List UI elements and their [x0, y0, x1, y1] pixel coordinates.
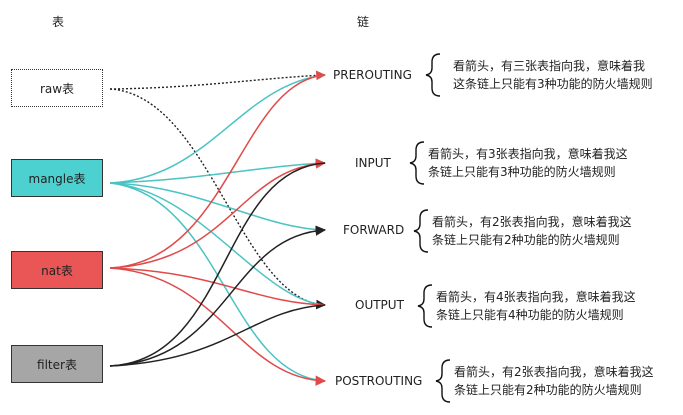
table-mangle-label: mangle表 — [28, 171, 86, 186]
note-bracket-4 — [417, 284, 433, 328]
note-postrouting: 看箭头，有2张表指向我，意味着我这 条链上只能有2种功能的防火墙规则 — [454, 363, 654, 399]
link-mangle-input — [109, 162, 326, 184]
note-output-line2: 条链上只能有4种功能的防火墙规则 — [436, 308, 624, 322]
note-input-line1: 看箭头，有3张表指向我，意味着我这 — [428, 147, 628, 161]
note-postrouting-line2: 条链上只能有2种功能的防火墙规则 — [454, 383, 642, 397]
note-bracket-2 — [409, 141, 425, 185]
table-filter: filter表 — [11, 345, 103, 383]
note-forward-line1: 看箭头，有2张表指向我，意味着我这 — [432, 215, 632, 229]
note-prerouting: 看箭头，有三张表指向我，意味着我 这条链上只能有3种功能的防火墙规则 — [453, 57, 653, 93]
table-nat-label: nat表 — [41, 263, 73, 278]
chains-header: 链 — [357, 15, 370, 29]
note-input: 看箭头，有3张表指向我，意味着我这 条链上只能有3种功能的防火墙规则 — [428, 145, 628, 181]
note-forward-line2: 条链上只能有2种功能的防火墙规则 — [432, 233, 620, 247]
chain-prerouting: PREROUTING — [333, 68, 412, 82]
table-mangle: mangle表 — [11, 159, 103, 197]
link-filter-forward — [109, 225, 327, 367]
link-mangle-prerouting — [109, 74, 326, 184]
link-nat-input — [109, 158, 327, 269]
table-raw: raw表 — [11, 69, 103, 107]
note-postrouting-line1: 看箭头，有2张表指向我，意味着我这 — [454, 365, 654, 379]
table-filter-label: filter表 — [37, 357, 77, 372]
note-output: 看箭头，有4张表指向我，意味着我这 条链上只能有4种功能的防火墙规则 — [436, 288, 636, 324]
note-input-line2: 条链上只能有3种功能的防火墙规则 — [428, 165, 616, 179]
link-mangle-postrouting — [109, 182, 326, 382]
note-prerouting-line1: 看箭头，有三张表指向我，意味着我 — [453, 59, 646, 73]
table-raw-label: raw表 — [39, 81, 75, 96]
chain-output: OUTPUT — [355, 298, 404, 312]
link-raw-prerouting — [109, 70, 326, 90]
chain-forward: FORWARD — [343, 223, 405, 237]
link-nat-prerouting — [109, 74, 326, 269]
note-bracket-1 — [425, 53, 441, 97]
note-bracket-5 — [435, 359, 451, 403]
note-forward: 看箭头，有2张表指向我，意味着我这 条链上只能有2种功能的防火墙规则 — [432, 213, 632, 249]
link-nat-postrouting — [109, 267, 327, 386]
note-bracket-3 — [413, 209, 429, 253]
note-output-line1: 看箭头，有4张表指向我，意味着我这 — [436, 290, 636, 304]
note-prerouting-line2: 这条链上只能有3种功能的防火墙规则 — [453, 77, 653, 91]
link-mangle-output — [109, 182, 326, 306]
chain-postrouting: POSTROUTING — [335, 374, 423, 388]
table-nat: nat表 — [11, 251, 103, 289]
chain-input: INPUT — [355, 156, 391, 170]
tables-header: 表 — [52, 15, 65, 29]
link-filter-input — [109, 162, 326, 367]
link-nat-output — [109, 267, 326, 306]
link-mangle-forward — [109, 182, 326, 231]
link-filter-output — [109, 304, 326, 367]
